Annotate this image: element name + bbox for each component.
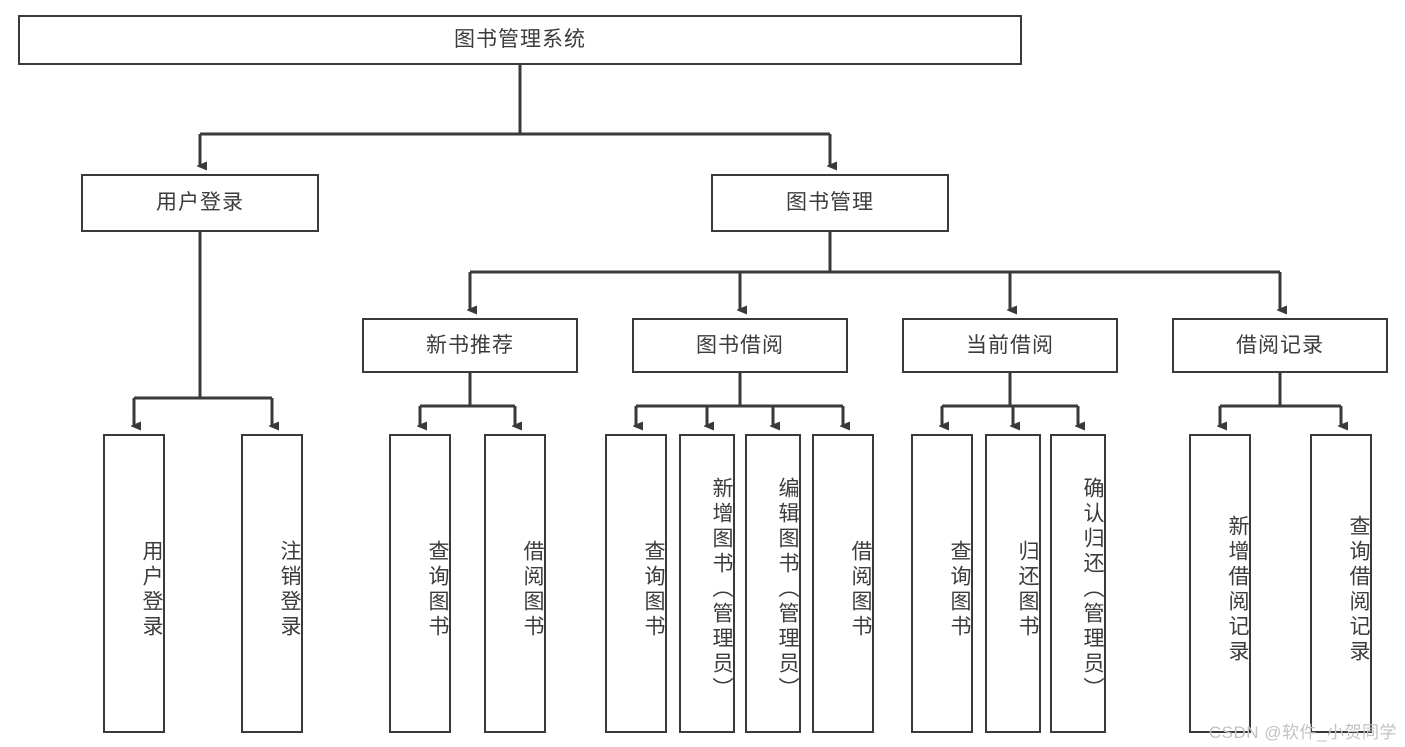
- node-root[interactable]: 图书管理系统: [18, 15, 1022, 65]
- node-leaf-add-book[interactable]: 新增图书（管理员）: [679, 434, 735, 733]
- node-leaf-query-book-borrow[interactable]: 查询图书: [605, 434, 667, 733]
- node-leaf-user-login-label: 用户登录: [140, 539, 163, 640]
- node-book-borrow[interactable]: 图书借阅: [632, 318, 848, 373]
- node-leaf-query-record[interactable]: 查询借阅记录: [1310, 434, 1372, 733]
- node-book-manage-label: 图书管理: [786, 191, 874, 215]
- node-leaf-user-login[interactable]: 用户登录: [103, 434, 165, 733]
- node-current-borrow[interactable]: 当前借阅: [902, 318, 1118, 373]
- node-leaf-borrow-book-label: 借阅图书: [849, 539, 872, 640]
- node-leaf-edit-book[interactable]: 编辑图书（管理员）: [745, 434, 801, 733]
- node-leaf-add-record-label: 新增借阅记录: [1226, 514, 1249, 665]
- node-current-borrow-label: 当前借阅: [966, 333, 1054, 357]
- node-leaf-confirm-return-label: 确认归还（管理员）: [1081, 477, 1104, 702]
- node-borrow-record-label: 借阅记录: [1236, 333, 1324, 357]
- node-leaf-query-book-cur-label: 查询图书: [948, 539, 971, 640]
- node-user-login-label: 用户登录: [156, 191, 244, 215]
- node-leaf-query-record-label: 查询借阅记录: [1347, 514, 1370, 665]
- node-leaf-edit-book-label: 编辑图书（管理员）: [776, 477, 799, 702]
- node-root-label: 图书管理系统: [454, 28, 586, 52]
- node-leaf-add-book-label: 新增图书（管理员）: [710, 477, 733, 702]
- node-book-borrow-label: 图书借阅: [696, 333, 784, 357]
- watermark-text: CSDN @软件_小贺同学: [1208, 723, 1397, 742]
- node-leaf-borrow-book[interactable]: 借阅图书: [812, 434, 874, 733]
- node-leaf-query-book-rec-label: 查询图书: [426, 539, 449, 640]
- node-leaf-borrow-book-rec[interactable]: 借阅图书: [484, 434, 546, 733]
- node-leaf-borrow-book-rec-label: 借阅图书: [521, 539, 544, 640]
- node-leaf-query-book-rec[interactable]: 查询图书: [389, 434, 451, 733]
- node-new-book-rec[interactable]: 新书推荐: [362, 318, 578, 373]
- node-leaf-query-book-borrow-label: 查询图书: [642, 539, 665, 640]
- node-leaf-logout[interactable]: 注销登录: [241, 434, 303, 733]
- node-leaf-return-book-label: 归还图书: [1016, 539, 1039, 640]
- node-leaf-logout-label: 注销登录: [278, 539, 301, 640]
- node-leaf-add-record[interactable]: 新增借阅记录: [1189, 434, 1251, 733]
- node-leaf-return-book[interactable]: 归还图书: [985, 434, 1041, 733]
- node-leaf-query-book-cur[interactable]: 查询图书: [911, 434, 973, 733]
- node-book-manage[interactable]: 图书管理: [711, 174, 949, 232]
- node-borrow-record[interactable]: 借阅记录: [1172, 318, 1388, 373]
- node-user-login[interactable]: 用户登录: [81, 174, 319, 232]
- node-new-book-rec-label: 新书推荐: [426, 333, 514, 357]
- node-leaf-confirm-return[interactable]: 确认归还（管理员）: [1050, 434, 1106, 733]
